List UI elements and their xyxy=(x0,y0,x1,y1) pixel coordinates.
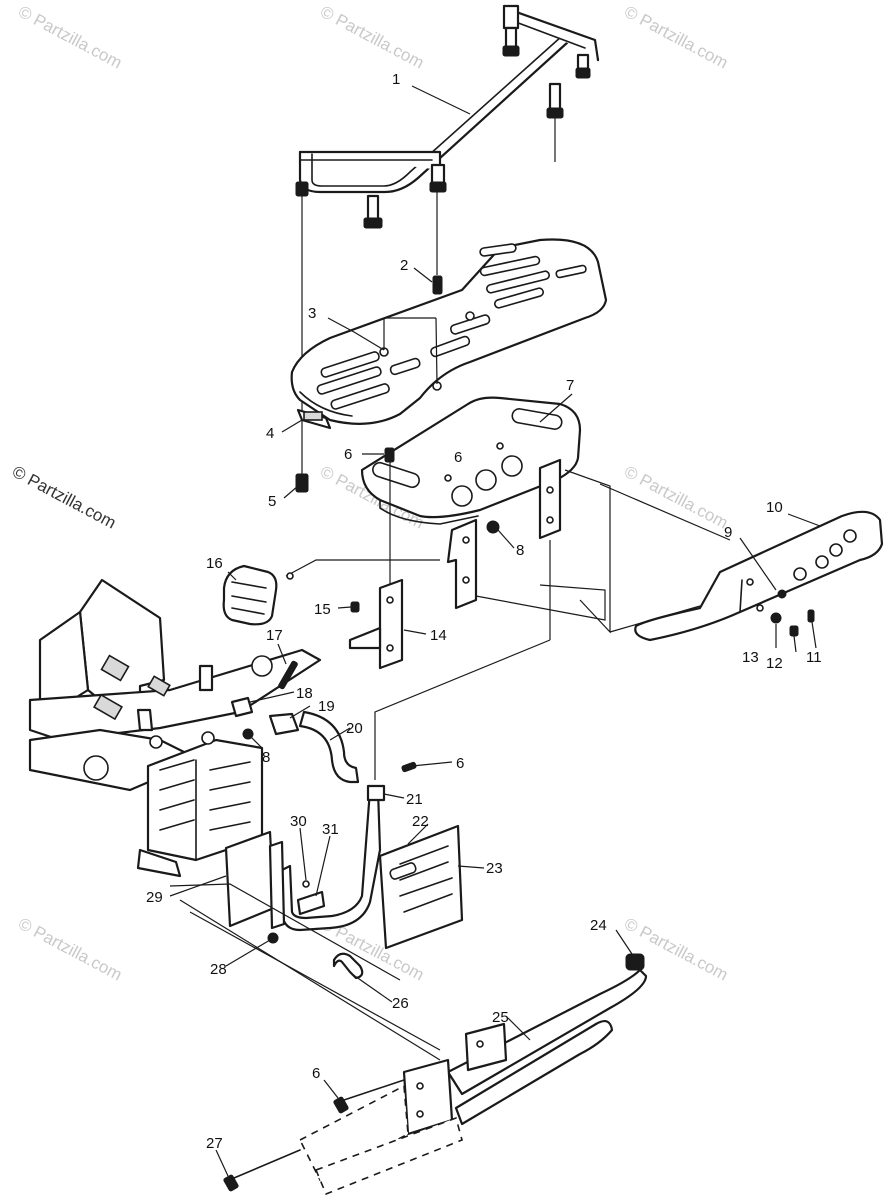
callout-14: 14 xyxy=(430,627,447,644)
callout-4: 4 xyxy=(266,425,274,442)
callout-13: 13 xyxy=(742,649,759,666)
callout-22: 22 xyxy=(412,813,429,830)
callout-25: 25 xyxy=(492,1009,509,1026)
callout-17: 17 xyxy=(266,627,283,644)
callout-labels: 1 2 3 4 5 6 7 6 8 9 10 11 12 13 14 15 16… xyxy=(146,71,822,1152)
clamp-31 xyxy=(296,890,326,916)
screw-6-low xyxy=(333,1096,349,1114)
connector-19 xyxy=(268,712,300,736)
washer-28 xyxy=(267,932,279,944)
callout-6c: 6 xyxy=(456,755,464,772)
washer-9 xyxy=(777,589,787,599)
rack-plate xyxy=(290,238,608,425)
bolt-17 xyxy=(278,660,298,690)
cap-24 xyxy=(625,953,645,971)
panel-23 xyxy=(378,824,464,950)
callout-1: 1 xyxy=(392,71,400,88)
callout-28: 28 xyxy=(210,961,227,978)
clamp-bracket xyxy=(296,408,332,430)
callout-3: 3 xyxy=(308,305,316,322)
hook-26 xyxy=(332,952,364,980)
callout-23: 23 xyxy=(486,860,503,877)
callout-31: 31 xyxy=(322,821,339,838)
callout-15: 15 xyxy=(314,601,331,618)
nut-8-top xyxy=(486,520,500,534)
callout-26: 26 xyxy=(392,995,409,1012)
callout-30: 30 xyxy=(290,813,307,830)
callout-8a: 8 xyxy=(516,542,524,559)
leader-lines xyxy=(169,85,821,1177)
callout-21: 21 xyxy=(406,791,423,808)
clip-18 xyxy=(230,696,254,718)
nut-13 xyxy=(770,612,782,624)
hoop-21 xyxy=(280,784,386,932)
bumper-extension-upper xyxy=(298,1084,409,1182)
screw-11 xyxy=(807,609,815,623)
hose-20 xyxy=(298,710,360,784)
bracket-leg-left xyxy=(446,518,478,610)
callout-16: 16 xyxy=(206,555,223,572)
bracket-plate xyxy=(360,396,582,525)
callout-19: 19 xyxy=(318,698,335,715)
bumper-extension-lower xyxy=(314,1116,463,1196)
callout-2: 2 xyxy=(400,257,408,274)
bolt-5 xyxy=(295,473,309,493)
bracket-leg-right xyxy=(538,458,562,540)
callout-18: 18 xyxy=(296,685,313,702)
screw-6-top xyxy=(384,447,395,463)
bolt-27 xyxy=(223,1174,239,1192)
callout-24: 24 xyxy=(590,917,607,934)
lamp xyxy=(222,564,278,626)
callout-6d: 6 xyxy=(312,1065,320,1082)
callout-20: 20 xyxy=(346,720,363,737)
support-bracket xyxy=(348,578,404,670)
callout-27: 27 xyxy=(206,1135,223,1152)
screw-15 xyxy=(350,601,360,613)
vehicle-frame xyxy=(28,578,322,792)
radiator xyxy=(136,731,264,878)
bracket-30 xyxy=(268,840,286,930)
rack-bar xyxy=(295,4,600,229)
bolt-2 xyxy=(432,275,443,295)
callout-9: 9 xyxy=(724,524,732,541)
front-bumper xyxy=(402,968,648,1136)
callout-6a: 6 xyxy=(344,446,352,463)
callout-6b: 6 xyxy=(454,449,462,466)
callout-12: 12 xyxy=(766,655,783,672)
callout-5: 5 xyxy=(268,493,276,510)
callout-29: 29 xyxy=(146,889,163,906)
callout-8b: 8 xyxy=(262,749,270,766)
splash-panel-29 xyxy=(224,830,276,928)
callout-7: 7 xyxy=(566,377,574,394)
bumper-guard xyxy=(634,510,884,642)
callout-11: 11 xyxy=(806,649,822,666)
screw-6-mid xyxy=(401,761,417,773)
screw-12 xyxy=(789,625,799,637)
callout-10: 10 xyxy=(766,499,783,516)
